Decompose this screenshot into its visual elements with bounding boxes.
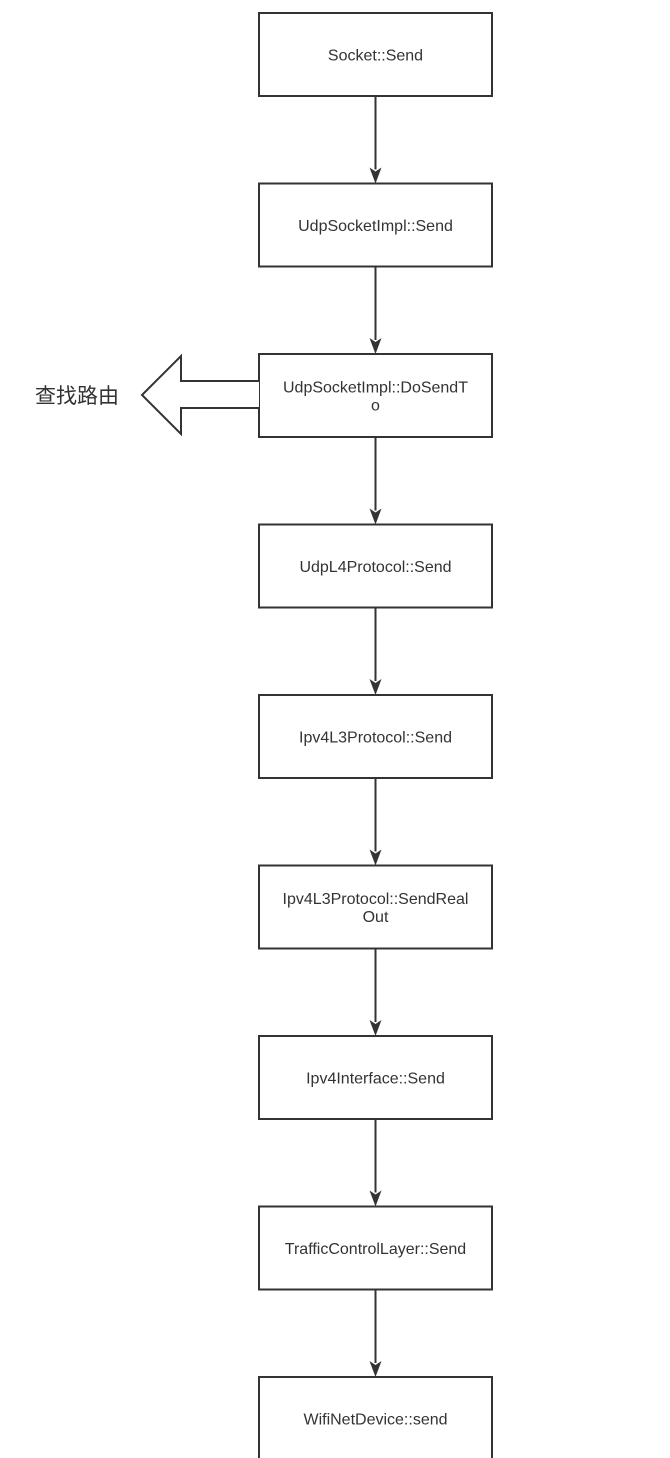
node-box (258, 523, 493, 609)
connectors (369, 96, 382, 1377)
node-box (258, 182, 493, 268)
node-label-line: UdpL4Protocol::Send (299, 559, 451, 576)
lookup-route-arrow: 查找路由 (35, 353, 259, 437)
node-label-line: UdpSocketImpl::Send (298, 218, 453, 235)
node-label-line: o (371, 398, 380, 415)
node-label-line: Out (363, 909, 389, 926)
node-box (258, 1035, 493, 1120)
flow-arrowhead (369, 1190, 382, 1207)
node-udp-socket-impl-send: UdpSocketImpl::Send (258, 182, 493, 268)
node-box (258, 12, 493, 97)
node-label: TrafficControlLayer::Send (285, 1241, 466, 1258)
node-box (258, 864, 493, 950)
node-udp-l4-protocol-send: UdpL4Protocol::Send (258, 523, 493, 609)
lookup-route-label: 查找路由 (35, 384, 119, 408)
node-socket-send: Socket::Send (258, 12, 493, 97)
flow-arrowhead (369, 1020, 382, 1036)
flow-arrowhead (369, 508, 382, 525)
lookup-route-arrow-shape (140, 353, 259, 437)
node-label: UdpL4Protocol::Send (299, 559, 451, 576)
node-label-line: Ipv4L3Protocol::Send (299, 730, 452, 747)
node-ipv4-interface-send: Ipv4Interface::Send (258, 1035, 493, 1120)
node-label: Ipv4Interface::Send (306, 1071, 445, 1088)
node-label: UdpSocketImpl::Send (298, 218, 453, 235)
node-label-line: TrafficControlLayer::Send (285, 1241, 466, 1258)
node-label: WifiNetDevice::send (303, 1412, 447, 1429)
node-label-line: WifiNetDevice::send (303, 1412, 447, 1429)
node-box (258, 1376, 493, 1458)
node-label-line: Ipv4L3Protocol::SendReal (283, 891, 469, 908)
node-label-line: Ipv4Interface::Send (306, 1071, 445, 1088)
node-box (258, 353, 493, 438)
node-label: Socket::Send (328, 48, 423, 65)
flow-arrowhead (369, 679, 382, 695)
node-label-line: UdpSocketImpl::DoSendT (283, 380, 468, 397)
flow-arrowhead (369, 849, 382, 866)
flow-arrowhead (369, 1361, 382, 1377)
flow-arrowhead (369, 167, 382, 184)
node-label-line: Socket::Send (328, 48, 423, 65)
node-traffic-control-layer-send: TrafficControlLayer::Send (258, 1205, 493, 1291)
node-box (258, 1205, 493, 1291)
nodes: Socket::SendUdpSocketImpl::SendUdpSocket… (258, 12, 493, 1458)
node-wifi-net-device-send: WifiNetDevice::send (258, 1376, 493, 1458)
node-box (258, 694, 493, 779)
flow-arrowhead (369, 338, 382, 354)
node-ipv4-l3-protocol-send: Ipv4L3Protocol::Send (258, 694, 493, 779)
node-label: Ipv4L3Protocol::Send (299, 730, 452, 747)
